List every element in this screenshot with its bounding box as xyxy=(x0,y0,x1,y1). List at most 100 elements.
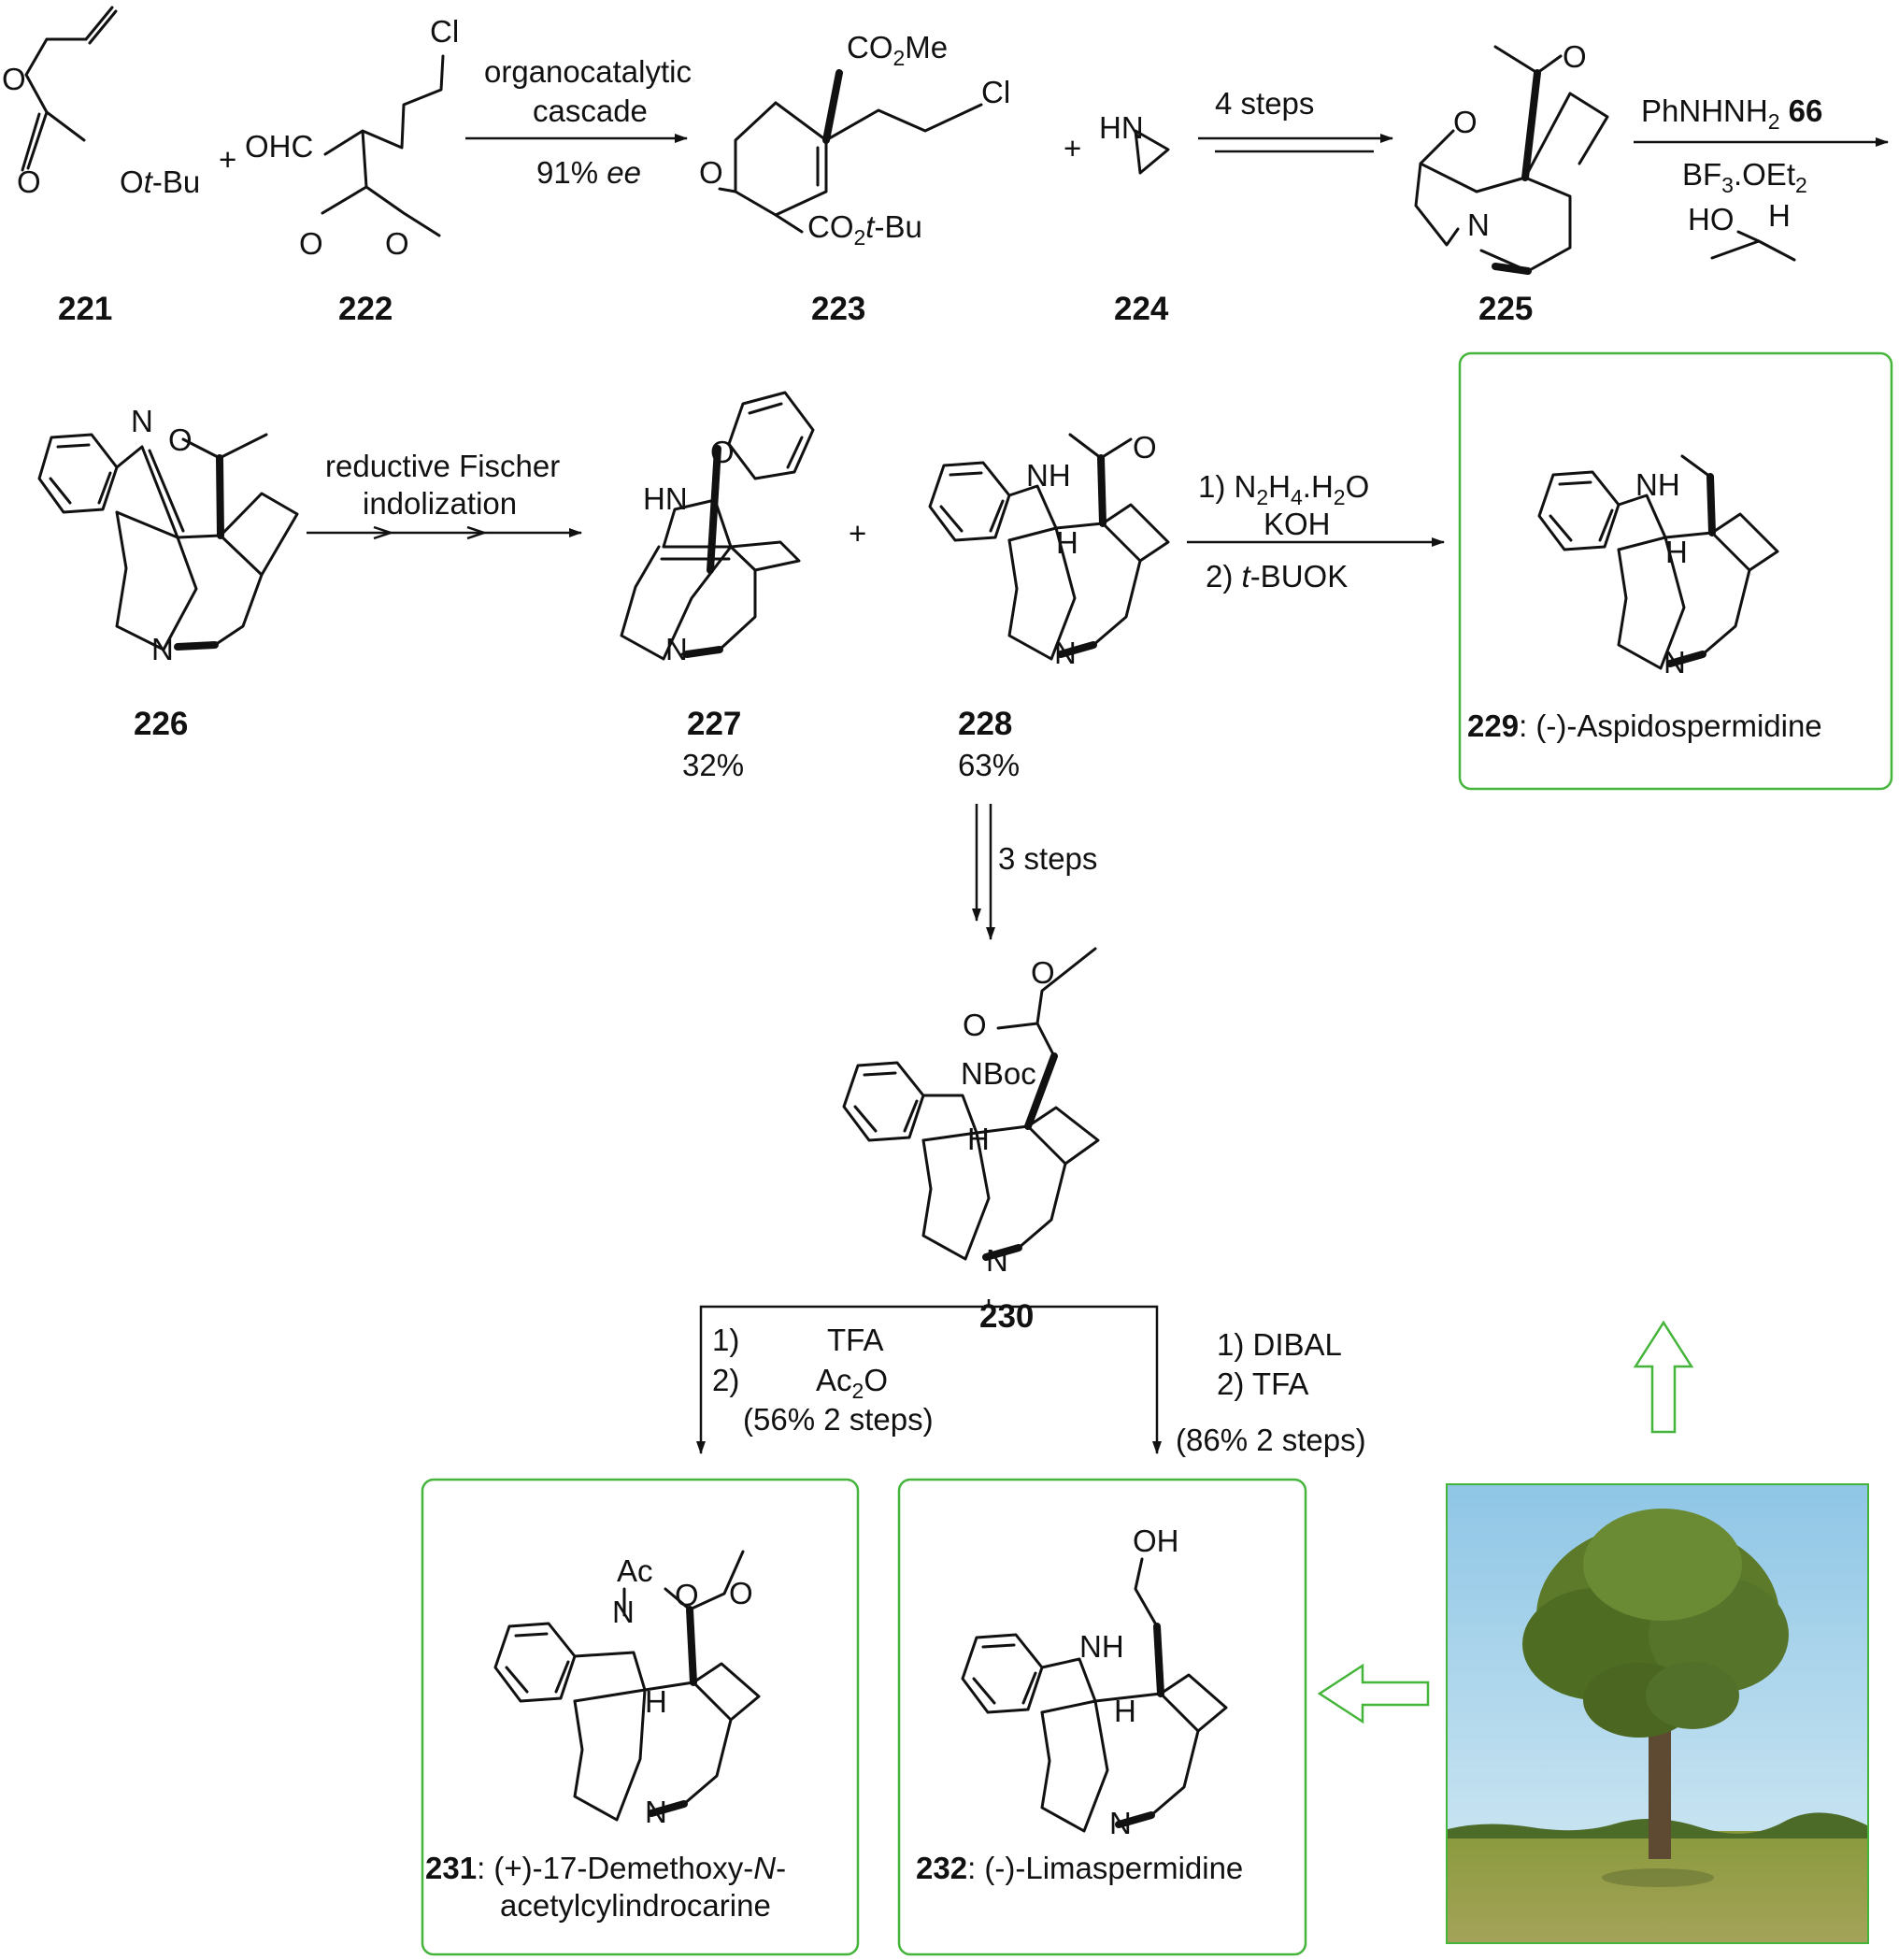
label-225: 225 xyxy=(1478,291,1533,327)
reagent-left-2r-a: Ac xyxy=(816,1363,852,1397)
atom-nboc-230: NBoc xyxy=(961,1056,1036,1091)
reagent-step1-ee-value: 91% xyxy=(536,155,607,190)
name-229: : (-)-Aspidospermidine xyxy=(1519,708,1822,743)
atom-n-230: N xyxy=(986,1243,1008,1278)
atom-o-222b: O xyxy=(385,226,409,261)
label-231: 231 xyxy=(425,1851,477,1885)
atom-h-229: H xyxy=(1665,535,1688,569)
label-232: 232 xyxy=(916,1851,967,1885)
atom-o-222a: O xyxy=(299,226,323,261)
atom-cl-222: Cl xyxy=(430,14,459,49)
atom-co2tbu-b: t xyxy=(865,209,876,244)
reagent-step5-d: O xyxy=(1346,469,1370,504)
reagent-step4-line2: indolization xyxy=(363,486,517,521)
svg-text:231: (+)-17-Demethoxy-N-: 231: (+)-17-Demethoxy-N- xyxy=(425,1851,786,1885)
structure-232: NH OH H N xyxy=(961,1524,1228,1840)
atom-o-230a: O xyxy=(963,1008,987,1042)
reagent-step3-sub: 2 xyxy=(1768,109,1780,134)
label-224: 224 xyxy=(1114,291,1169,327)
svg-text:Ac2O: Ac2O xyxy=(816,1363,888,1403)
hollow-arrow-up xyxy=(1633,1320,1694,1434)
reagent-left-yield: (56% 2 steps) xyxy=(743,1402,934,1437)
atom-n-227: N xyxy=(665,632,688,666)
atom-o-223: O xyxy=(699,155,723,190)
atom-co2me-a: CO xyxy=(847,30,893,64)
reagent-step1-line1: organocatalytic xyxy=(484,54,692,89)
plus-sign-3: + xyxy=(849,516,866,551)
atom-o-225b: O xyxy=(1453,105,1478,139)
plus-sign-1: + xyxy=(219,142,236,177)
reagent-step3-num: 66 xyxy=(1780,93,1823,128)
reagent-step3-b-sub2: 2 xyxy=(1795,173,1807,197)
atom-o-221b: O xyxy=(17,165,41,199)
atom-n-228: N xyxy=(1054,636,1077,670)
atom-h-ipr: H xyxy=(1768,198,1791,233)
reagent-step5-b: H xyxy=(1268,469,1291,504)
box-232 xyxy=(897,1478,1307,1956)
box-229 xyxy=(1458,351,1893,791)
structure-230: NBoc H O O N xyxy=(842,947,1100,1278)
atom-n-226a: N xyxy=(131,404,153,438)
label-229: 229 xyxy=(1467,708,1519,743)
atom-h-232: H xyxy=(1114,1694,1136,1728)
reagent-step3-b-rest: .OEt xyxy=(1734,157,1795,192)
atom-nh-232: NH xyxy=(1079,1629,1124,1664)
atom-ho: HO xyxy=(1688,202,1735,236)
reagent-step1-ee-unit: ee xyxy=(607,155,641,190)
atom-n2-231: N xyxy=(645,1795,667,1829)
svg-text:2) t-BUOK: 2) t-BUOK xyxy=(1206,559,1348,594)
structure-231: N Ac O O H N xyxy=(493,1550,761,1829)
atom-n-229: N xyxy=(1663,645,1686,680)
reagent-left-1: 1) xyxy=(712,1323,739,1357)
label-227: 227 xyxy=(687,706,741,742)
arrow-branch-left xyxy=(696,1299,991,1454)
atom-o-221a: O xyxy=(2,62,26,96)
structure-228: NH O H N xyxy=(928,430,1170,670)
structure-225: O O N xyxy=(1414,39,1609,275)
structure-222: OHC Cl O O xyxy=(245,14,459,261)
tree-photo xyxy=(1446,1483,1869,1944)
atom-n-232: N xyxy=(1109,1806,1132,1840)
yield-227: 32% xyxy=(682,748,744,782)
atom-n-231: N xyxy=(612,1595,635,1629)
atom-t-221: t xyxy=(144,165,154,199)
atom-ac-231: Ac xyxy=(617,1553,653,1588)
label-221: 221 xyxy=(58,291,112,327)
atom-n-226b: N xyxy=(151,632,174,666)
reagent-left-2r-b: O xyxy=(864,1363,888,1397)
svg-text:CO2Me: CO2Me xyxy=(847,30,948,70)
atom-co2me-b: Me xyxy=(905,30,948,64)
reagent-step3-b: BF xyxy=(1682,157,1721,192)
reagent-step3-b-sub: 3 xyxy=(1721,173,1734,197)
box-231 xyxy=(421,1478,860,1956)
reagent-step5-c: .H xyxy=(1303,469,1334,504)
atom-co2tbu-c: -Bu xyxy=(874,209,921,244)
atom-h-231: H xyxy=(645,1684,667,1719)
reagent-step5-e: 2) xyxy=(1206,559,1242,594)
reagent-right-2: 2) TFA xyxy=(1217,1366,1308,1401)
structure-226: N O N xyxy=(37,404,299,666)
isopropanol-drawing: HO H xyxy=(1688,198,1796,262)
atom-bu-221: -Bu xyxy=(152,165,200,199)
svg-text:BF3.OEt2: BF3.OEt2 xyxy=(1682,157,1807,197)
atom-h-230: H xyxy=(967,1122,990,1156)
atom-ot-221: O xyxy=(120,165,144,199)
reagent-step4-line1: reductive Fischer xyxy=(325,449,560,483)
svg-text:CO2t-Bu: CO2t-Bu xyxy=(807,209,922,250)
reagent-step1-line2: cascade xyxy=(533,93,648,128)
atom-o-228: O xyxy=(1133,430,1157,465)
atom-o-230b: O xyxy=(1031,955,1055,990)
tree-illustration xyxy=(1448,1485,1867,1942)
reagent-left-2r-sub: 2 xyxy=(852,1379,864,1403)
structure-229: NH H N xyxy=(1537,454,1779,680)
arrow-branch-right xyxy=(989,1305,1162,1454)
structure-221: O O Ot-Bu xyxy=(2,6,200,199)
reagent-step6: 3 steps xyxy=(998,841,1097,876)
reagent-right-1: 1) DIBAL xyxy=(1217,1327,1342,1362)
structure-223: O CO2Me Cl CO2t-Bu xyxy=(699,30,1010,250)
label-228: 228 xyxy=(958,706,1012,742)
atom-o-226: O xyxy=(168,422,193,457)
name-231-c: - xyxy=(776,1851,786,1885)
hollow-arrow-left xyxy=(1317,1663,1430,1724)
